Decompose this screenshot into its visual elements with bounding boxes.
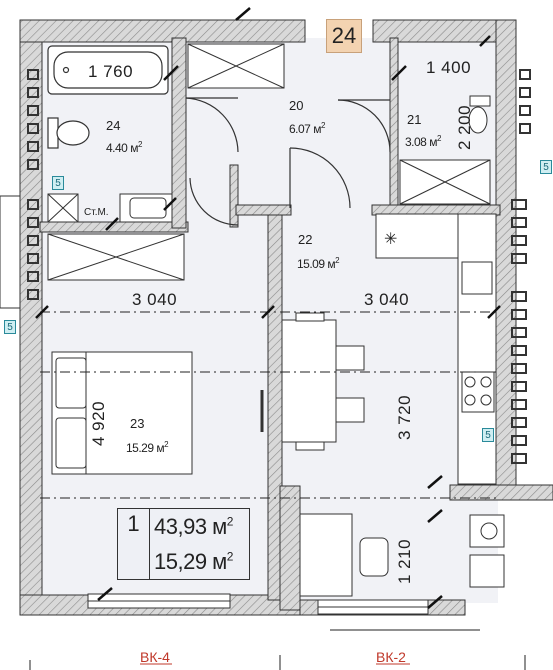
room-23-number: 23: [130, 416, 144, 431]
room-20-number: 20: [289, 98, 303, 113]
riser-marker: 5: [540, 160, 552, 174]
room-20-area: 6.07 м2: [289, 121, 326, 136]
total-area: 43,93 м2: [154, 513, 234, 539]
dim-bedroom-depth: 4 920: [89, 401, 108, 446]
storage-boxes: [47, 43, 491, 281]
dim-balcony-depth: 1 210: [395, 539, 414, 584]
dim-bath2-width: 1 400: [426, 58, 471, 77]
room-24-number: 24: [106, 118, 120, 133]
riser-marker: 5: [482, 428, 494, 442]
dim-left-width: 3 040: [132, 290, 177, 309]
stove-icon: ✳: [384, 231, 397, 248]
living-area: 15,29 м2: [154, 548, 234, 574]
balcony-furniture: [299, 513, 505, 597]
bathtub: [47, 45, 169, 95]
room-22-area: 15.09 м2: [297, 256, 340, 271]
washer-label: Ст.М.: [84, 207, 109, 218]
riser-marker: 5: [4, 320, 16, 334]
washer-sink: [47, 193, 173, 223]
vent-blocks-right: [511, 69, 531, 464]
bed: [51, 351, 193, 475]
dimension-lines: [40, 311, 500, 499]
dim-bath2-depth: 2 200: [455, 105, 474, 150]
riser-marker: 5: [52, 176, 64, 190]
apartment-summary: 1 43,93 м2 15,29 м2: [117, 508, 250, 580]
axis-vk-right: ВК-2: [376, 649, 406, 665]
dim-bath-width: 1 760: [88, 62, 133, 81]
windows: [0, 195, 429, 615]
room-24-area: 4.40 м2: [106, 140, 143, 155]
door-swings: [185, 97, 391, 226]
room-21-number: 21: [407, 112, 421, 127]
apartment-number-badge: 24: [326, 19, 362, 53]
dining-table: [281, 312, 365, 451]
room-23-area: 15.29 м2: [126, 440, 169, 455]
dim-kitchen-depth: 3 720: [395, 395, 414, 440]
room-21-area: 3.08 м2: [405, 134, 442, 149]
room-22-number: 22: [298, 232, 312, 247]
ticks: [35, 7, 501, 609]
vent-blocks-left: [27, 69, 39, 300]
rooms-count: 1: [118, 509, 150, 579]
toilet: [47, 117, 90, 149]
toilet-2: [468, 95, 491, 134]
axis-vk-left: ВК-4: [140, 649, 170, 665]
dim-right-width: 3 040: [364, 290, 409, 309]
